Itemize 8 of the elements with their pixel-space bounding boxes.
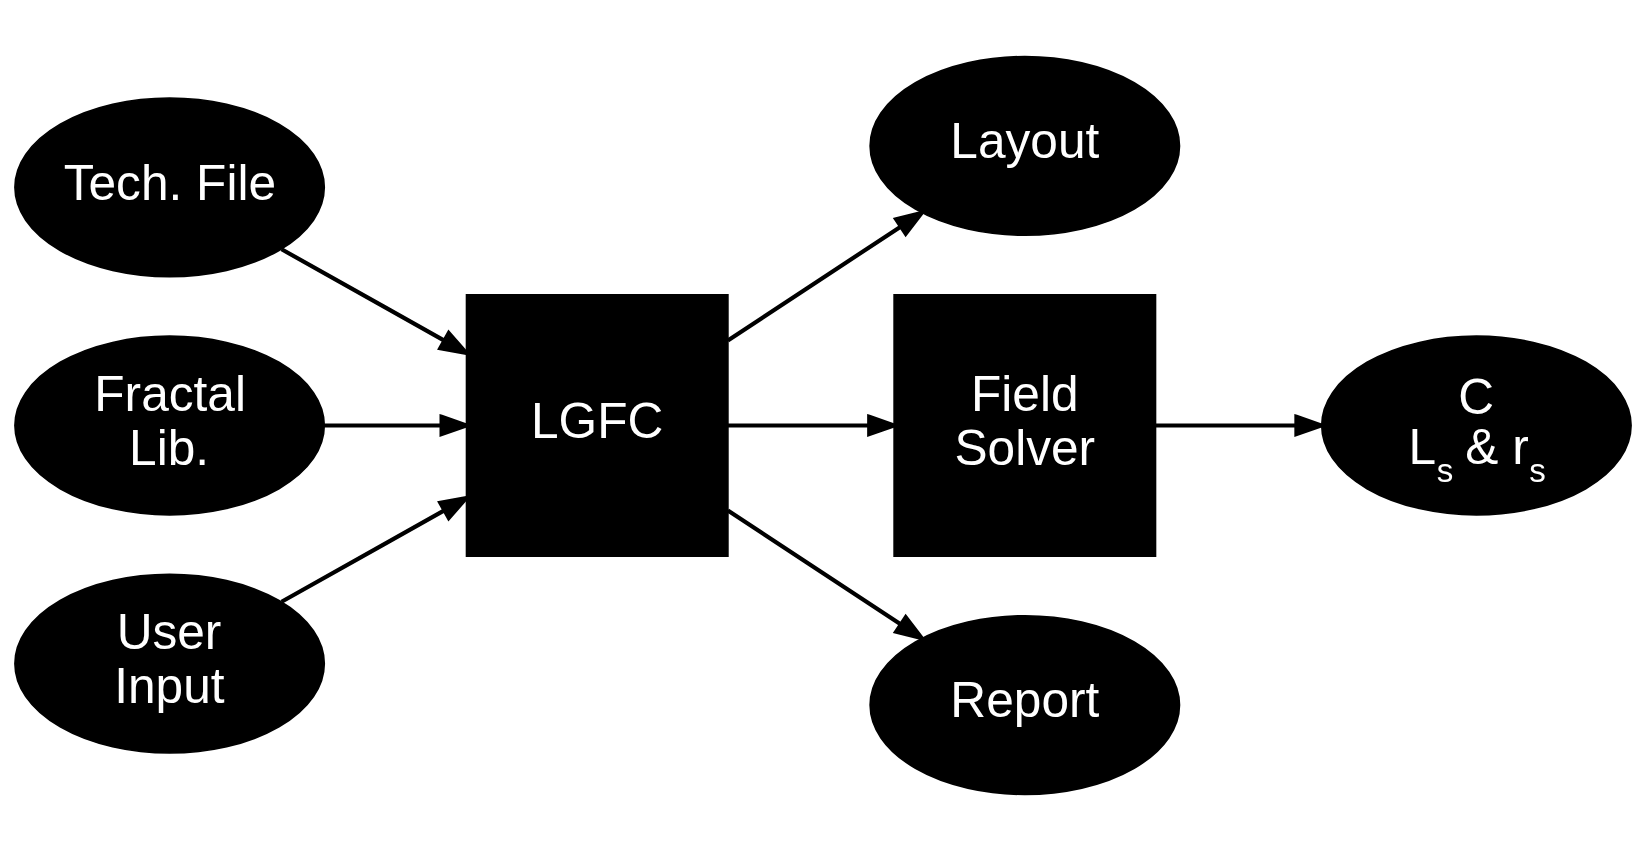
node-box: Field Solver [893,294,1157,557]
node-ellipse: Tech. File [14,97,326,278]
arrow [726,508,927,642]
node-ellipse: C L$_{s}$ & r$_{s}$ [1320,335,1632,516]
node-box: LGFC [465,294,729,557]
node-ellipse: Fractal Lib. [14,335,326,516]
node-ellipse: User Input [14,573,326,754]
arrow [726,209,927,343]
